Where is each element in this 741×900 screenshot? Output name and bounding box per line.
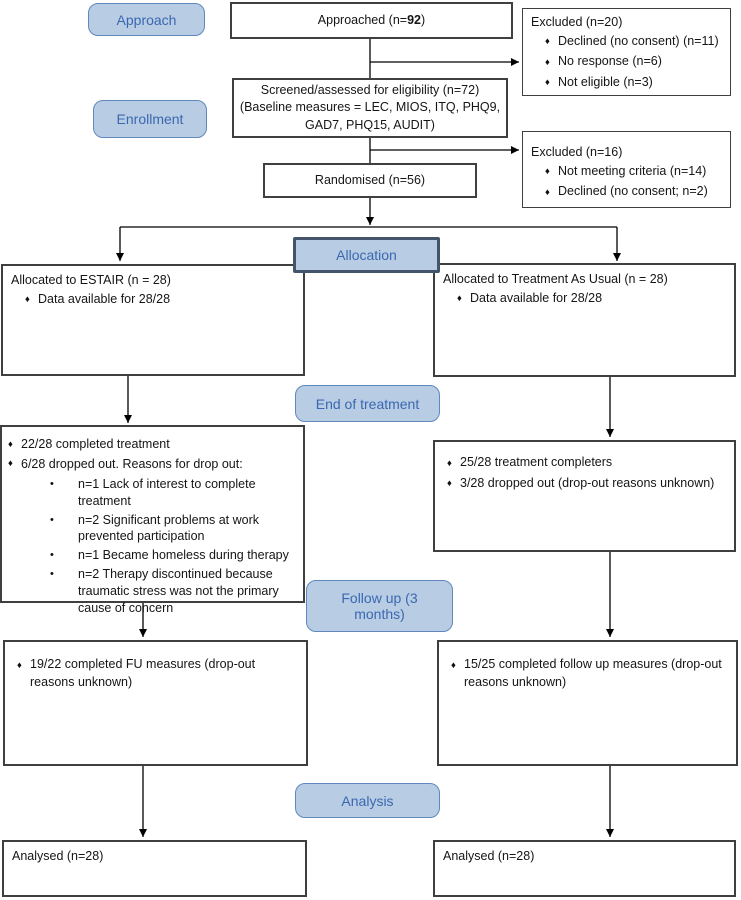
eot-estair-sublist: • n=1 Lack of interest to complete treatm… [8,476,297,617]
approached-text: Approached (n=92) [317,12,426,27]
bullet-item: ♦ Declined (no consent) (n=11) [545,33,722,51]
diamond-bullet-icon: ♦ [447,478,452,489]
diamond-bullet-icon: ♦ [457,293,462,304]
bullet-text: 22/28 completed treatment [21,437,170,451]
bullet-text: Not meeting criteria (n=14) [558,163,707,178]
eot-tau-box: ♦ 25/28 treatment completers ♦ 3/28 dropped… [433,440,736,552]
diamond-bullet-icon: ♦ [447,457,452,469]
diamond-bullet-icon: ♦ [545,77,550,88]
dot-bullet-icon: • [50,513,54,526]
allocated-estair-title: Allocated to ESTAIR (n = 28) [11,273,171,287]
allocated-tau-list: ♦ Data available for 28/28 [443,290,726,308]
bullet-text: No response (n=6) [558,54,662,68]
diamond-bullet-icon: ♦ [545,186,550,198]
bullet-item: ♦ Data available for 28/28 [457,290,726,308]
allocated-tau-title: Allocated to Treatment As Usual (n = 28) [443,272,668,286]
allocated-tau-box: Allocated to Treatment As Usual (n = 28)… [433,263,736,377]
diamond-bullet-icon: ♦ [545,36,550,47]
sub-bullet-text: n=2 Therapy discontinued because traumat… [78,567,279,615]
diamond-bullet-icon: ♦ [545,56,550,68]
bullet-item: ♦ 6/28 dropped out. Reasons for drop out: [8,456,297,473]
bullet-text: 15/25 completed follow up measures (drop… [464,657,722,689]
diamond-bullet-icon: ♦ [8,458,13,470]
bullet-item: ♦ Declined (no consent; n=2) [545,183,722,201]
bullet-text: Declined (no consent; n=2) [558,184,708,198]
diamond-bullet-icon: ♦ [25,294,30,305]
analysed-estair-box: Analysed (n=28) [2,840,307,897]
screened-box: Screened/assessed for eligibility (n=72)… [232,78,508,138]
diamond-bullet-icon: ♦ [8,438,13,450]
bullet-item: ♦ 3/28 dropped out (drop-out reasons unkn… [447,475,726,493]
fu-tau-list: ♦ 15/25 completed follow up measures (dro… [451,656,726,691]
stage-label-follow-up: Follow up (3 months) [306,580,453,632]
excluded-approach-title: Excluded (n=20) [531,15,623,29]
fu-estair-list: ♦ 19/22 completed FU measures (drop-out r… [17,656,258,691]
randomised-box: Randomised (n=56) [263,163,477,198]
bullet-item: ♦ Not eligible (n=3) [545,74,722,92]
excluded-approach-list: ♦ Declined (no consent) (n=11) ♦ No respons… [531,33,722,92]
eot-estair-list: ♦ 22/28 completed treatment ♦ 6/28 dropped … [8,436,297,473]
stage-label-approach: Approach [88,3,205,36]
excluded-enrollment-title: Excluded (n=16) [531,145,623,159]
excluded-approach-box: Excluded (n=20) ♦ Declined (no consent) (… [522,8,731,96]
bullet-text: 6/28 dropped out. Reasons for drop out: [21,456,243,471]
fu-tau-box: ♦ 15/25 completed follow up measures (dro… [437,640,738,766]
bullet-text: Declined (no consent) (n=11) [558,33,719,48]
bullet-item: ♦ 25/28 treatment completers [447,454,726,472]
bullet-item: ♦ 19/22 completed FU measures (drop-out r… [17,656,258,691]
excluded-enrollment-box: Excluded (n=16) ♦ Not meeting criteria (n… [522,131,731,208]
bullet-text: 19/22 completed FU measures (drop-out re… [30,657,256,689]
sub-bullet-text: n=1 Became homeless during therapy [78,548,289,563]
dot-bullet-icon: • [50,568,54,581]
stage-label-end-of-treatment: End of treatment [295,385,440,422]
diamond-bullet-icon: ♦ [17,659,22,671]
dot-bullet-icon: • [50,477,54,490]
bullet-text: Not eligible (n=3) [558,74,653,89]
approached-box: Approached (n=92) [230,2,513,39]
stage-label-enrollment: Enrollment [93,100,207,138]
sub-bullet-item: • n=1 Became homeless during therapy [44,547,297,564]
sub-bullet-text: n=1 Lack of interest to complete treatme… [78,476,256,508]
eot-estair-box: ♦ 22/28 completed treatment ♦ 6/28 dropped … [0,425,305,615]
diamond-bullet-icon: ♦ [545,166,550,177]
bullet-item: ♦ No response (n=6) [545,53,722,71]
sub-bullet-item: • n=2 Significant problems at work preven… [44,512,297,546]
bullet-text: Data available for 28/28 [38,291,171,306]
allocated-estair-list: ♦ Data available for 28/28 [11,291,295,309]
stage-label-analysis: Analysis [295,783,440,818]
sub-bullet-text: n=2 Significant problems at work prevent… [78,512,259,544]
stage-label-allocation: Allocation [293,237,440,273]
analysed-tau-box: Analysed (n=28) [433,840,736,897]
fu-estair-box: ♦ 19/22 completed FU measures (drop-out r… [3,640,308,766]
bullet-text: 3/28 dropped out (drop-out reasons unkno… [460,475,715,490]
bullet-item: ♦ Data available for 28/28 [25,291,295,309]
bullet-item: ♦ Not meeting criteria (n=14) [545,163,722,181]
allocated-estair-box: Allocated to ESTAIR (n = 28) ♦ Data avail… [1,264,305,376]
bullet-item: ♦ 15/25 completed follow up measures (dro… [451,656,726,691]
bullet-text: 25/28 treatment completers [460,455,613,469]
bullet-text: Data available for 28/28 [470,290,603,305]
diamond-bullet-icon: ♦ [451,659,456,671]
eot-tau-list: ♦ 25/28 treatment completers ♦ 3/28 dropped… [447,454,726,492]
sub-bullet-item: • n=2 Therapy discontinued because trauma… [44,566,297,617]
bullet-item: ♦ 22/28 completed treatment [8,436,297,453]
sub-bullet-item: • n=1 Lack of interest to complete treatm… [44,476,297,510]
excluded-enrollment-list: ♦ Not meeting criteria (n=14) ♦ Declined (n… [531,163,722,201]
dot-bullet-icon: • [50,549,54,562]
